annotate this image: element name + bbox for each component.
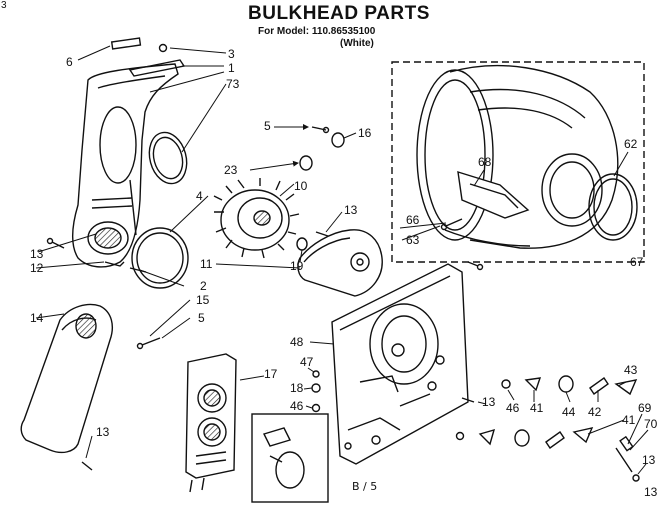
callout: 15 bbox=[196, 293, 210, 307]
spacer-23 bbox=[299, 155, 313, 171]
gasket-73 bbox=[128, 59, 186, 77]
screw-5-lower bbox=[136, 337, 161, 350]
callout: 42 bbox=[588, 405, 602, 419]
callout: 68 bbox=[478, 155, 492, 169]
callout: 43 bbox=[624, 363, 638, 377]
blower-wheel bbox=[213, 178, 300, 259]
model-line: For Model: 110.86535100 bbox=[258, 26, 376, 37]
corner-mark: 3 bbox=[1, 0, 7, 11]
ring-4 bbox=[131, 227, 189, 289]
duct-seal-1 bbox=[148, 131, 188, 185]
callout: 70 bbox=[644, 417, 658, 431]
callout: 47 bbox=[300, 355, 314, 369]
callout: 16 bbox=[358, 126, 372, 140]
callout: 48 bbox=[290, 335, 304, 349]
callout: 69 bbox=[638, 401, 652, 415]
part-47 bbox=[312, 370, 320, 378]
callout-labels: 6 3 1 73 5 16 23 10 4 13 66 68 62 63 67 … bbox=[30, 47, 658, 499]
callout: 12 bbox=[30, 261, 44, 275]
variant-label: (White) bbox=[340, 38, 374, 49]
drum-assembly-box bbox=[391, 61, 645, 263]
inset-detail-box bbox=[251, 413, 329, 503]
callout: 5 bbox=[264, 119, 271, 133]
callout: 5 bbox=[198, 311, 205, 325]
callout: 23 bbox=[224, 163, 238, 177]
screw-5-top bbox=[311, 126, 330, 134]
screw-13-bottom bbox=[81, 461, 93, 471]
blower-housing bbox=[297, 229, 383, 297]
callout: 62 bbox=[624, 137, 638, 151]
screw-13-bulkhead-top bbox=[467, 261, 484, 271]
part-46-left bbox=[311, 403, 321, 413]
page-reference: B / 5 bbox=[352, 480, 378, 493]
callout: 13 bbox=[642, 453, 656, 467]
callout: 63 bbox=[406, 233, 420, 247]
callout: 13 bbox=[96, 425, 110, 439]
callout: 6 bbox=[66, 55, 73, 69]
screw-13-left bbox=[46, 237, 65, 249]
roller-group-lower bbox=[455, 427, 594, 449]
callout: 41 bbox=[530, 401, 544, 415]
clip-6 bbox=[110, 37, 142, 50]
control-board-17 bbox=[185, 353, 237, 493]
clip-12 bbox=[104, 261, 125, 267]
callout: 46 bbox=[506, 401, 520, 415]
callout: 73 bbox=[226, 77, 240, 91]
callout: 13 bbox=[344, 203, 358, 217]
cover-plate-14 bbox=[20, 303, 113, 454]
callout: 11 bbox=[200, 257, 213, 271]
callout: 44 bbox=[562, 405, 576, 419]
callout: 17 bbox=[264, 367, 278, 381]
screw-63 bbox=[440, 218, 463, 231]
roller-group-upper bbox=[501, 375, 638, 396]
callout: 3 bbox=[228, 47, 235, 61]
washer-19 bbox=[296, 237, 308, 251]
callout: 4 bbox=[196, 189, 203, 203]
drum-seal-ring bbox=[588, 173, 638, 241]
screw-13-mid bbox=[315, 231, 329, 237]
callout: 13 bbox=[644, 485, 658, 499]
callout: 13 bbox=[482, 395, 496, 409]
callout: 18 bbox=[290, 381, 304, 395]
drum-part bbox=[416, 64, 619, 249]
screw-13-bulkhead-side bbox=[461, 397, 475, 403]
bulkhead-48 bbox=[331, 263, 469, 465]
callout: 66 bbox=[406, 213, 420, 227]
part-18 bbox=[311, 383, 321, 393]
callout: 2 bbox=[200, 279, 207, 293]
callout: 13 bbox=[30, 247, 44, 261]
callout: 10 bbox=[294, 179, 308, 193]
leader-lines bbox=[35, 45, 649, 475]
callout: 14 bbox=[30, 311, 44, 325]
callout: 67 bbox=[630, 255, 644, 269]
callout: 46 bbox=[290, 399, 304, 413]
callout: 41 bbox=[622, 413, 636, 427]
duct-housing bbox=[72, 63, 179, 268]
bushing-16 bbox=[331, 132, 345, 148]
callout: 1 bbox=[228, 61, 235, 75]
screw-3 bbox=[158, 43, 168, 53]
page-title: BULKHEAD PARTS bbox=[248, 3, 430, 24]
callout: 19 bbox=[290, 259, 304, 273]
